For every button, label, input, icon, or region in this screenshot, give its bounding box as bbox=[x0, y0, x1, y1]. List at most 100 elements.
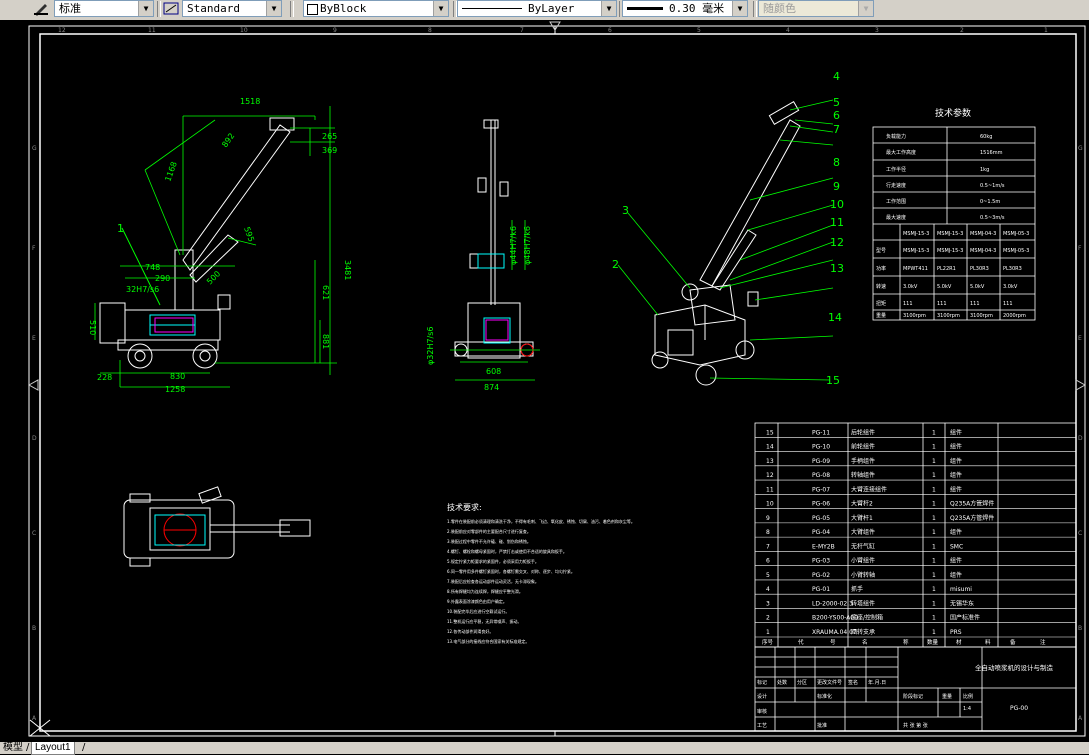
svg-text:595: 595 bbox=[242, 226, 256, 243]
svg-text:4: 4 bbox=[833, 70, 840, 83]
separator bbox=[453, 1, 457, 17]
svg-text:228: 228 bbox=[97, 373, 112, 382]
svg-text:D: D bbox=[1078, 435, 1083, 442]
svg-text:892: 892 bbox=[220, 131, 236, 149]
bom-cell: 无杆气缸 bbox=[851, 542, 875, 550]
chevron-down-icon[interactable]: ▼ bbox=[138, 1, 153, 16]
svg-text:8.所有焊缝均为连续焊，焊缝应平整光滑。: 8.所有焊缝均为连续焊，焊缝应平整光滑。 bbox=[447, 588, 523, 594]
bom-cell: Q235A方管焊件 bbox=[950, 514, 994, 522]
svg-text:型号: 型号 bbox=[876, 247, 886, 254]
svg-text:5.0kV: 5.0kV bbox=[937, 284, 952, 290]
svg-text:工艺: 工艺 bbox=[757, 723, 767, 729]
bom-cell: 1 bbox=[932, 472, 936, 479]
svg-text:4: 4 bbox=[786, 27, 790, 34]
svg-text:G: G bbox=[1078, 145, 1083, 152]
svg-text:工作范围: 工作范围 bbox=[886, 198, 906, 205]
svg-text:7: 7 bbox=[520, 27, 524, 34]
svg-text:称: 称 bbox=[903, 638, 909, 646]
bom-cell: PG-11 bbox=[812, 429, 830, 436]
svg-text:审核: 审核 bbox=[757, 708, 767, 715]
bom-cell: 13 bbox=[766, 458, 774, 465]
style-icon bbox=[33, 1, 49, 16]
svg-text:3100rpm: 3100rpm bbox=[970, 313, 993, 319]
svg-text:年.月.日: 年.月.日 bbox=[868, 679, 886, 686]
svg-text:13: 13 bbox=[830, 262, 844, 275]
bom-cell: 9 bbox=[766, 515, 770, 522]
svg-text:技术参数: 技术参数 bbox=[935, 107, 971, 119]
iso-balloons: 4 5 6 7 8 9 10 11 12 13 14 15 3 2 bbox=[612, 70, 844, 387]
separator bbox=[753, 1, 757, 17]
bom-cell: 后轮组件 bbox=[851, 428, 875, 436]
side-view bbox=[450, 119, 540, 381]
svg-text:行走速度: 行走速度 bbox=[886, 182, 906, 189]
svg-text:4.螺钉、螺栓和螺母紧固时，严禁打击或使用不合适的旋具和扳手: 4.螺钉、螺栓和螺母紧固时，严禁打击或使用不合适的旋具和扳手。 bbox=[447, 548, 567, 554]
bom-cell: 6 bbox=[766, 558, 770, 565]
svg-text:1168: 1168 bbox=[163, 160, 178, 182]
bom-cell: 组件 bbox=[950, 557, 962, 565]
svg-text:5: 5 bbox=[833, 96, 840, 109]
svg-text:6: 6 bbox=[608, 27, 612, 34]
dimstyle-value: Standard bbox=[187, 2, 240, 15]
bom-cell: 组件 bbox=[950, 471, 962, 479]
dimstyle-select[interactable]: Standard ▼ bbox=[182, 0, 282, 17]
chevron-down-icon[interactable]: ▼ bbox=[732, 1, 747, 16]
svg-text:10: 10 bbox=[830, 198, 844, 211]
bom-cell: 无锡华东 bbox=[950, 599, 974, 607]
bom-cell: 10 bbox=[766, 501, 774, 508]
svg-text:功率: 功率 bbox=[876, 265, 886, 272]
svg-text:MSMJ-05-3: MSMJ-05-3 bbox=[1003, 248, 1029, 254]
svg-text:φ32H7/s6: φ32H7/s6 bbox=[426, 326, 435, 365]
color-select[interactable]: ByBlock ▼ bbox=[303, 0, 449, 17]
svg-text:7: 7 bbox=[833, 123, 840, 136]
bom-cell: 8 bbox=[766, 529, 770, 536]
svg-text:最大工作高度: 最大工作高度 bbox=[886, 149, 916, 156]
svg-text:111: 111 bbox=[937, 301, 947, 307]
bom-cell: PG-01 bbox=[812, 586, 830, 593]
svg-text:设计: 设计 bbox=[757, 693, 767, 700]
svg-text:3481: 3481 bbox=[343, 260, 352, 280]
linetype-select[interactable]: ByLayer ▼ bbox=[457, 0, 617, 17]
bom-cell: 1 bbox=[932, 615, 936, 622]
bom-cell: 组件 bbox=[950, 571, 962, 579]
tab-model[interactable]: 模型 bbox=[3, 742, 23, 753]
svg-text:代: 代 bbox=[798, 638, 804, 646]
svg-text:3.0kV: 3.0kV bbox=[903, 284, 918, 290]
svg-text:扭矩: 扭矩 bbox=[876, 300, 886, 307]
bom-cell: 转塔组件 bbox=[851, 599, 875, 607]
bom-cell: 转轴组件 bbox=[851, 471, 875, 479]
bom-cell: 1 bbox=[932, 529, 936, 536]
svg-text:12.各传动部件润滑良好。: 12.各传动部件润滑良好。 bbox=[447, 628, 493, 634]
svg-text:1kg: 1kg bbox=[980, 167, 989, 173]
tab-layout1[interactable]: Layout1 bbox=[31, 742, 75, 755]
textstyle-select[interactable]: 标准 ▼ bbox=[54, 0, 154, 17]
svg-text:1:4: 1:4 bbox=[963, 706, 971, 712]
svg-text:MPWT411: MPWT411 bbox=[903, 266, 928, 272]
svg-text:5.规定拧紧力矩要求的紧固件，必须采用力矩扳手。: 5.规定拧紧力矩要求的紧固件，必须采用力矩扳手。 bbox=[447, 558, 539, 564]
svg-text:标准化: 标准化 bbox=[817, 693, 832, 700]
svg-text:负载能力: 负载能力 bbox=[886, 133, 906, 140]
svg-text:510: 510 bbox=[88, 320, 97, 335]
svg-text:材: 材 bbox=[956, 638, 962, 646]
svg-text:序号: 序号 bbox=[762, 638, 774, 646]
bom-cell: PG-04 bbox=[812, 529, 830, 536]
bom-cell: 组件 bbox=[950, 428, 962, 436]
chevron-down-icon[interactable]: ▼ bbox=[266, 1, 281, 16]
svg-text:B: B bbox=[1078, 625, 1082, 632]
plotstyle-select: 随颜色 ▼ bbox=[758, 0, 874, 17]
bom-cell: PG-06 bbox=[812, 501, 830, 508]
bom-cell: 大臂杆1 bbox=[851, 514, 873, 522]
svg-text:MSMJ-15-3: MSMJ-15-3 bbox=[937, 231, 963, 237]
bom-cell: 1 bbox=[766, 629, 770, 636]
svg-text:更改文件号: 更改文件号 bbox=[817, 679, 842, 686]
side-dims: φ32H7/s6 φ44H7/k6 φ48H7/k6 608 874 bbox=[426, 226, 532, 392]
chevron-down-icon[interactable]: ▼ bbox=[601, 1, 616, 16]
svg-text:重量: 重量 bbox=[942, 693, 952, 700]
svg-text:PL30R3: PL30R3 bbox=[970, 266, 989, 272]
svg-text:技术要求:: 技术要求: bbox=[447, 502, 482, 512]
svg-text:B: B bbox=[32, 625, 36, 632]
chevron-down-icon[interactable]: ▼ bbox=[433, 1, 448, 16]
svg-text:290: 290 bbox=[155, 274, 170, 283]
lineweight-select[interactable]: 0.30 毫米 ▼ bbox=[622, 0, 748, 17]
